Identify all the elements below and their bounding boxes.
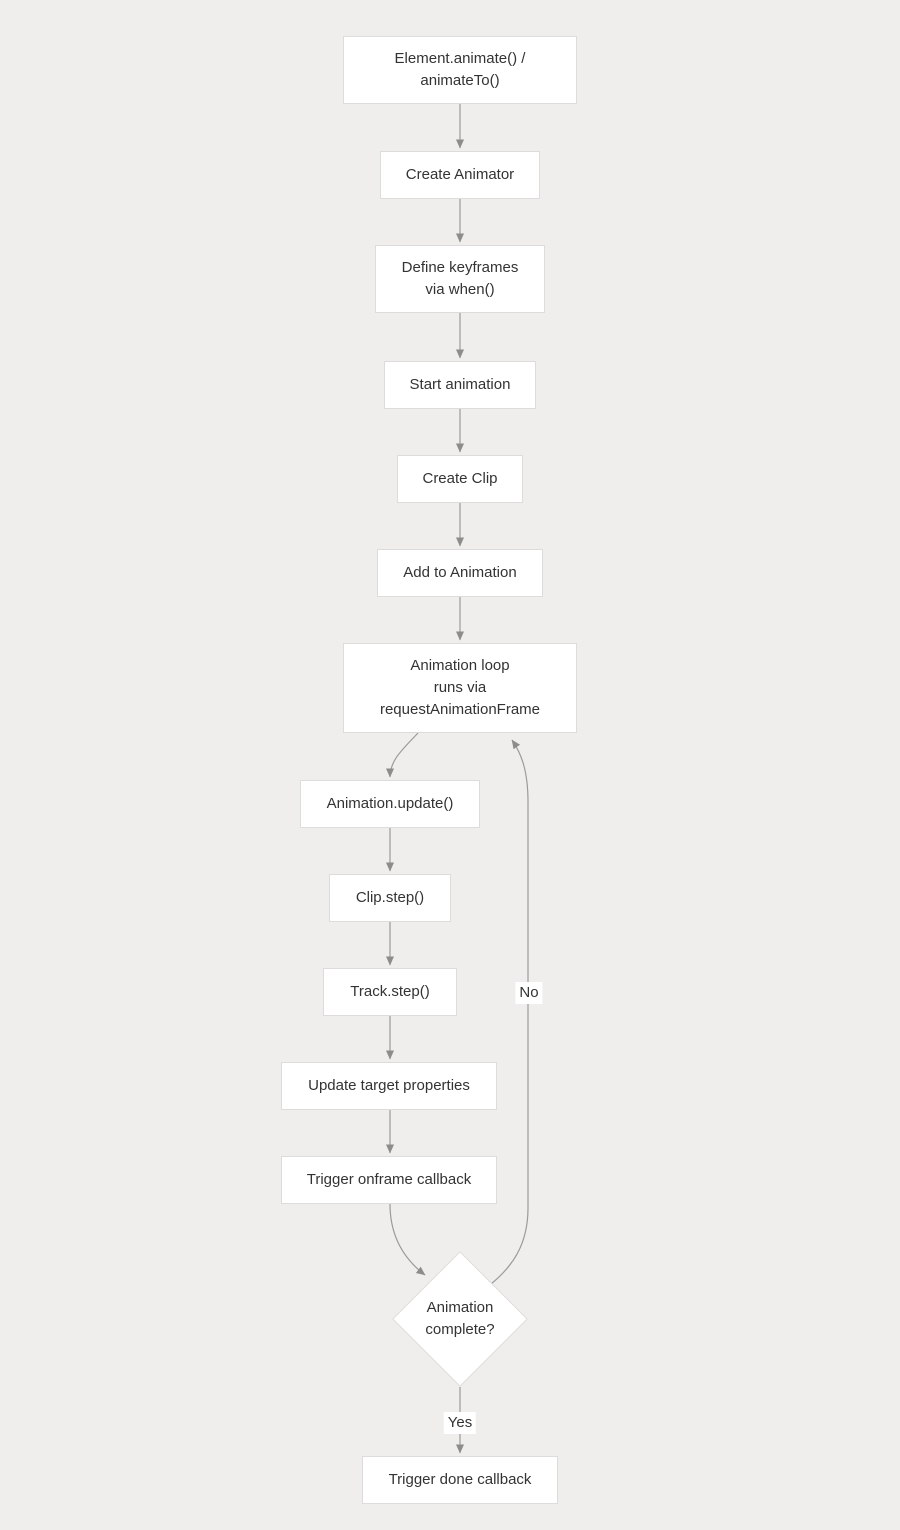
node-clip-step: Clip.step() xyxy=(329,874,451,922)
node-track-step: Track.step() xyxy=(323,968,457,1016)
node-animation-loop: Animation loop runs via requestAnimation… xyxy=(343,643,577,733)
node-trigger-onframe-callback: Trigger onframe callback xyxy=(281,1156,497,1204)
node-update-target-properties: Update target properties xyxy=(281,1062,497,1110)
node-create-clip: Create Clip xyxy=(397,455,523,503)
node-create-animator: Create Animator xyxy=(380,151,540,199)
edge-label-yes: Yes xyxy=(443,1412,477,1434)
node-start-animation: Start animation xyxy=(384,361,536,409)
edge-onframe-to-complete xyxy=(389,1203,426,1276)
node-element-animate: Element.animate() / animateTo() xyxy=(343,36,577,104)
node-animation-update: Animation.update() xyxy=(300,780,480,828)
node-define-keyframes: Define keyframes via when() xyxy=(375,245,545,313)
edge-loop-to-update xyxy=(386,732,419,778)
node-add-to-animation: Add to Animation xyxy=(377,549,543,597)
node-animation-complete-label: Animation complete? xyxy=(425,1299,495,1338)
edge-label-no: No xyxy=(515,982,543,1004)
node-trigger-done-callback: Trigger done callback xyxy=(362,1456,558,1504)
